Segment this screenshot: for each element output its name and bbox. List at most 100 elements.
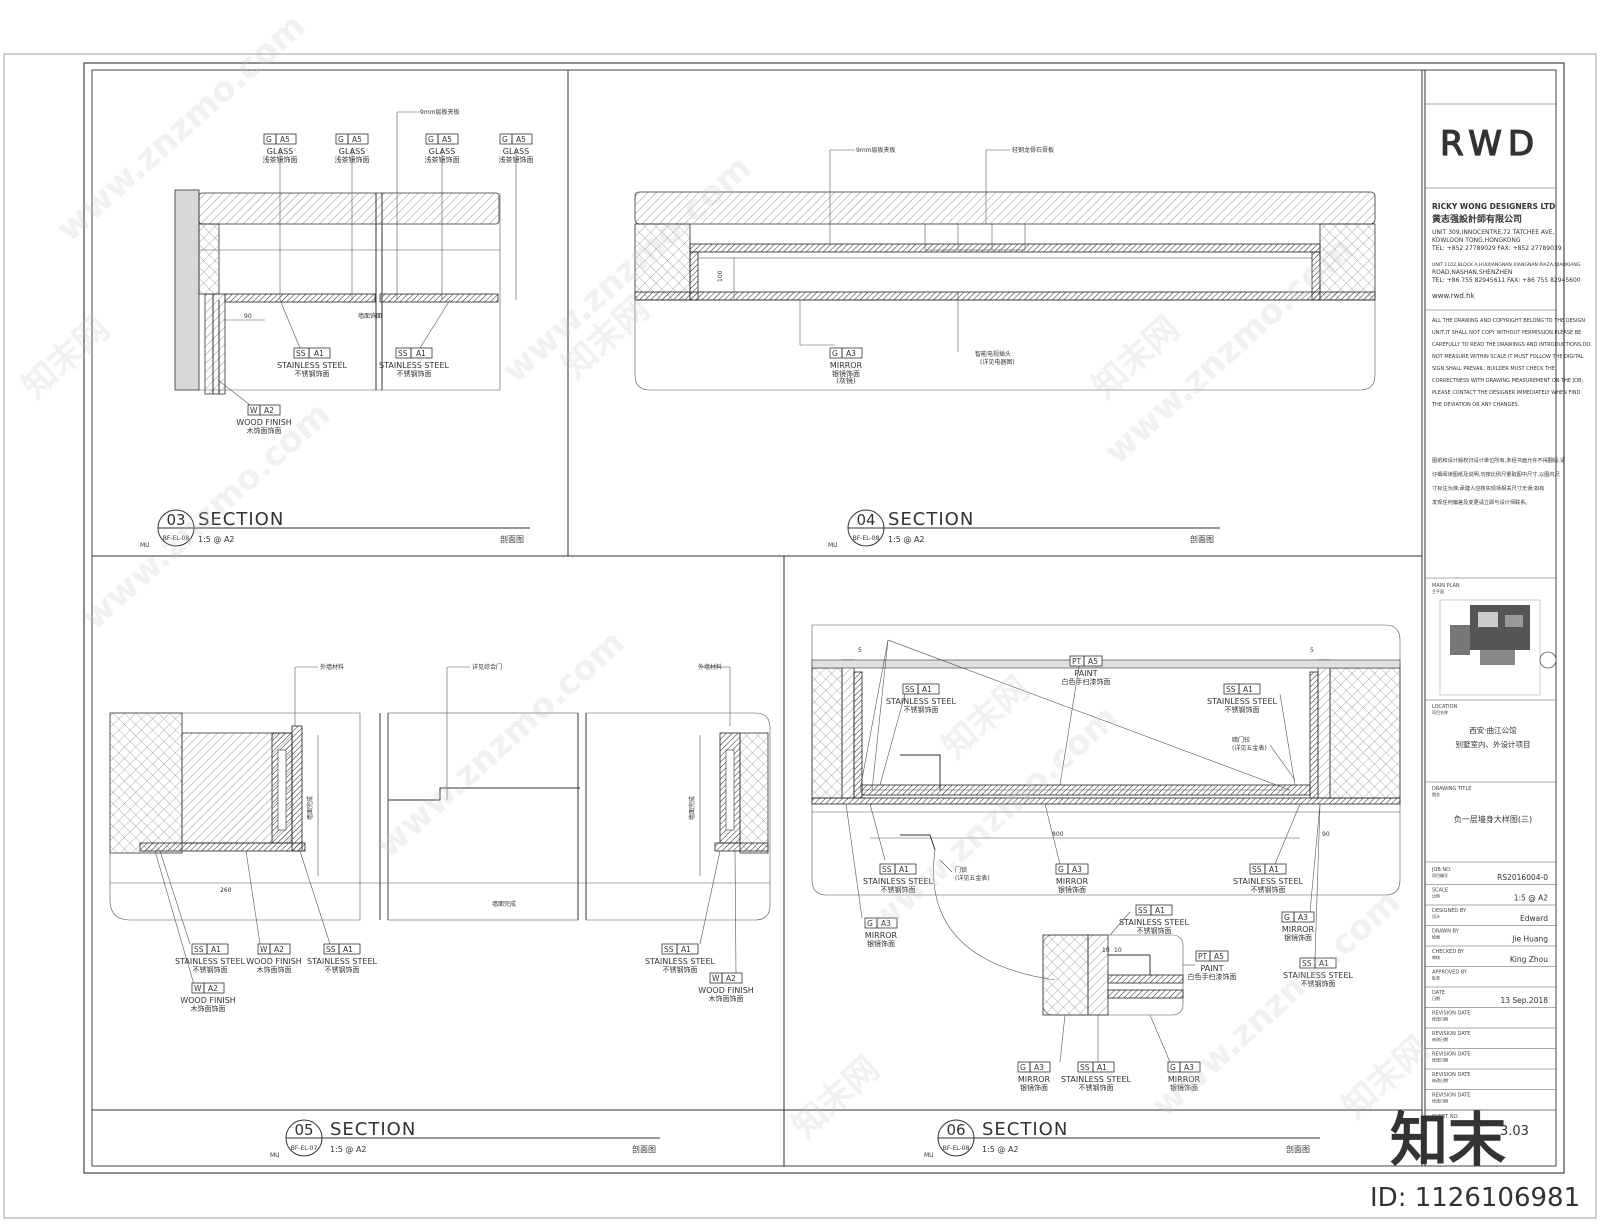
- field-value: Jie Huang: [1511, 935, 1548, 944]
- field-label: REVISION DATE: [1432, 1031, 1470, 1037]
- svg-text:木饰面饰面: 木饰面饰面: [709, 994, 744, 1003]
- main-plan-thumbnail: [1439, 599, 1557, 696]
- svg-text:不锈钢饰面: 不锈钢饰面: [397, 369, 432, 378]
- svg-text:浅茶镜饰面: 浅茶镜饰面: [263, 155, 298, 164]
- svg-text:不锈钢饰面: 不锈钢饰面: [1079, 1083, 1114, 1092]
- section-cn-title: 剖面图: [1190, 534, 1214, 544]
- svg-text:图名: 图名: [1432, 791, 1440, 797]
- svg-text:A2: A2: [274, 945, 284, 954]
- svg-text:知末网: 知末网: [935, 669, 1038, 767]
- dim-label: 5: [858, 647, 862, 654]
- company-name-en: RICKY WONG DESIGNERS LTD: [1432, 202, 1555, 211]
- note-label: 墙面饰面: [358, 312, 382, 320]
- drawing-title: 负一层墙身大样图(三): [1454, 814, 1532, 824]
- svg-text:www.znzmo.com: www.znzmo.com: [495, 148, 759, 391]
- svg-text:不锈钢饰面: 不锈钢饰面: [1301, 979, 1336, 988]
- section-number: 06: [946, 1121, 965, 1139]
- svg-text:SS: SS: [398, 349, 408, 358]
- svg-text:STAINLESS STEEL: STAINLESS STEEL: [1207, 697, 1277, 706]
- svg-text:CAREFULLY TO READ THE DRAWINGS: CAREFULLY TO READ THE DRAWINGS AND INTRO…: [1432, 342, 1590, 348]
- section-scale: 1:5 @ A2: [198, 535, 235, 544]
- svg-text:SS: SS: [326, 945, 336, 954]
- svg-text:A2: A2: [264, 406, 274, 415]
- svg-text:WOOD FINISH: WOOD FINISH: [246, 957, 302, 966]
- svg-text:TEL: +852 27789029 FAX: +8: TEL: +852 27789029 FAX: +852 27789039: [1431, 245, 1562, 252]
- svg-text:不锈钢饰面: 不锈钢饰面: [1225, 705, 1260, 714]
- svg-text:银镜饰面: 银镜饰面: [1058, 885, 1086, 894]
- section-title: SECTION: [330, 1119, 416, 1140]
- svg-text:银镜饰面: 银镜饰面: [1284, 933, 1312, 942]
- section-number: 05: [294, 1121, 313, 1139]
- note-label: 墙面完成: [688, 796, 696, 820]
- svg-text:G: G: [1020, 1063, 1026, 1072]
- note-label: (详见五金表): [955, 874, 990, 882]
- svg-text:LOCATION: LOCATION: [1432, 704, 1458, 710]
- dim-label: 5: [1310, 647, 1314, 654]
- field-label-cn: 日期: [1432, 995, 1440, 1001]
- svg-text:GLASS: GLASS: [267, 147, 293, 156]
- svg-text:G: G: [867, 919, 873, 928]
- section-scale: 1:5 @ A2: [888, 535, 925, 544]
- svg-text:NOT MEASURE WITHIN SCALE.IT MU: NOT MEASURE WITHIN SCALE.IT MUST FOLLOW …: [1432, 354, 1584, 360]
- svg-text:STAINLESS STEEL: STAINLESS STEEL: [277, 361, 347, 370]
- note-label: 智能电视插头: [975, 350, 1011, 358]
- svg-text:MIRROR: MIRROR: [1018, 1075, 1051, 1084]
- svg-text:MIRROR: MIRROR: [1168, 1075, 1201, 1084]
- sheet-number-block: SHEET NO. 3.03: [1425, 1109, 1556, 1139]
- svg-text:PT: PT: [1072, 657, 1082, 666]
- svg-text:不锈钢饰面: 不锈钢饰面: [1137, 926, 1172, 935]
- note-label: 墙面完成: [492, 900, 516, 908]
- mu-label: MU: [140, 542, 150, 549]
- svg-text:PLEASE CONTACT THE DESIGNER IM: PLEASE CONTACT THE DESIGNER IMMEDIATELY …: [1432, 390, 1581, 396]
- svg-text:SS: SS: [1302, 959, 1312, 968]
- svg-text:ALL THE DRAWING AND COPYRIGHT: ALL THE DRAWING AND COPYRIGHT BELONG TO …: [1432, 318, 1585, 324]
- svg-text:WOOD FINISH: WOOD FINISH: [698, 986, 754, 995]
- svg-text:不锈钢饰面: 不锈钢饰面: [1251, 885, 1286, 894]
- svg-text:A1: A1: [343, 945, 353, 954]
- section-title: SECTION: [982, 1119, 1068, 1140]
- watermark-brand-big: 知末: [1390, 1106, 1506, 1174]
- svg-text:G: G: [428, 135, 434, 144]
- svg-text:STAINLESS STEEL: STAINLESS STEEL: [175, 957, 245, 966]
- svg-text:STAINLESS STEEL: STAINLESS STEEL: [379, 361, 449, 370]
- watermarks: www.znzmo.com www.znzmo.com www.znzmo.co…: [15, 6, 1580, 1213]
- field-label: REVISION DATE: [1432, 1093, 1470, 1099]
- mu-label: MU: [924, 1152, 934, 1159]
- field-label-cn: 比例: [1432, 893, 1440, 899]
- svg-text:A5: A5: [352, 135, 362, 144]
- note-label: 墙面完成: [306, 796, 314, 820]
- dim-label: 90: [244, 313, 252, 320]
- svg-text:A3: A3: [1072, 865, 1082, 874]
- svg-text:STAINLESS STEEL: STAINLESS STEEL: [645, 957, 715, 966]
- svg-text:A1: A1: [314, 349, 324, 358]
- note-label: 外墙材料: [320, 663, 344, 671]
- section-05-title: 05 BF-EL-07 MU SECTION 1:5 @ A2 剖面图: [270, 1119, 660, 1159]
- svg-text:SS: SS: [194, 945, 204, 954]
- svg-text:WOOD FINISH: WOOD FINISH: [180, 996, 236, 1005]
- field-label: REVISION DATE: [1432, 1052, 1470, 1058]
- svg-text:G: G: [502, 135, 508, 144]
- project-desc: 别墅室内、外设计项目: [1456, 739, 1531, 749]
- company-website: www.rwd.hk: [1432, 292, 1475, 300]
- svg-text:SHEET NO.: SHEET NO.: [1432, 1114, 1459, 1120]
- dim-label: 100: [717, 270, 724, 282]
- svg-text:知末网: 知末网: [785, 1049, 888, 1147]
- page-border: [3, 53, 1597, 1219]
- note-label: 门锁: [955, 866, 967, 874]
- svg-text:MIRROR: MIRROR: [830, 361, 863, 370]
- field-value: Edward: [1520, 914, 1548, 923]
- svg-text:木饰面饰面: 木饰面饰面: [191, 1004, 226, 1013]
- svg-text:仔细阅读图纸及说明,勿按比例尺量取图中尺寸,以图内尺: 仔细阅读图纸及说明,勿按比例尺量取图中尺寸,以图内尺: [1432, 470, 1560, 478]
